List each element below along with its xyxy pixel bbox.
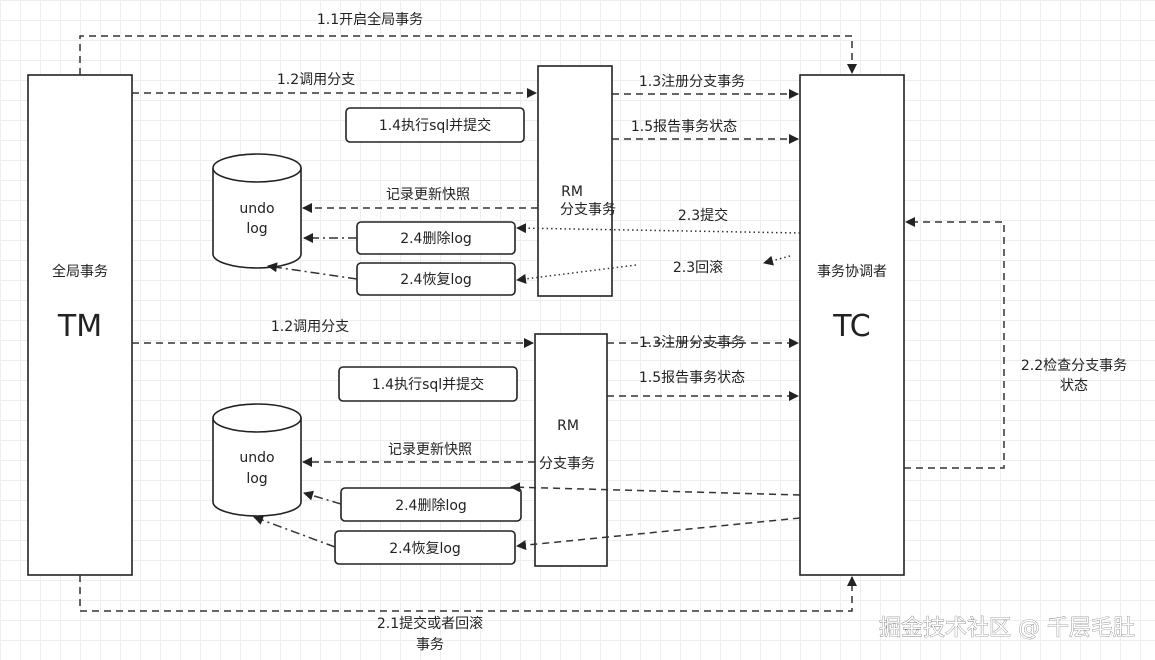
delete-log-box-2: 2.4删除log <box>340 487 522 522</box>
restore-log-box-1: 2.4恢复log <box>356 262 516 296</box>
edge-check-status <box>904 217 1005 469</box>
rm1-name: 分支事务 <box>560 202 616 218</box>
label-record-snapshot-2: 记录更新快照 <box>388 442 472 458</box>
edge-commit-or-rollback <box>79 575 857 612</box>
label-begin-global: 1.1开启全局事务 <box>317 11 423 28</box>
delete-log-box-1: 2.4删除log <box>356 221 516 255</box>
tm-name: 全局事务 <box>52 263 108 280</box>
label-call-branch-2: 1.2调用分支 <box>271 319 349 335</box>
rm2-name: 分支事务 <box>539 456 595 472</box>
rm-node-2: RM 分支事务 <box>534 333 608 567</box>
label-register-branch-2: 1.3注册分支事务 <box>639 335 745 351</box>
svg-text:2.4删除log: 2.4删除log <box>400 231 472 247</box>
label-check-status-1: 2.2检查分支事务 <box>1021 358 1127 374</box>
tc-name: 事务协调者 <box>817 264 887 280</box>
label-register-branch-1: 1.3注册分支事务 <box>639 74 745 90</box>
restore-log-box-2: 2.4恢复log <box>334 530 516 565</box>
svg-text:2.4恢复log: 2.4恢复log <box>389 540 461 557</box>
edge-rm-rollback <box>516 264 637 284</box>
label-tc-rollback: 2.3回滚 <box>673 259 723 276</box>
undo1-line1: undo <box>239 201 274 217</box>
label-report-status-2: 1.5报告事务状态 <box>639 370 745 386</box>
label-tc-commit: 2.3提交 <box>678 207 728 224</box>
undo-log-db-1: undo log <box>212 153 302 269</box>
rm2-code: RM <box>557 418 579 434</box>
edge-delete-log-2 <box>303 490 342 505</box>
undo2-line2: log <box>246 471 267 487</box>
exec-sql-box-2: 1.4执行sql并提交 <box>338 366 518 402</box>
tm-node: 全局事务 TM <box>27 74 133 576</box>
rm-node-1: RM 分支事务 <box>537 65 616 297</box>
svg-text:2.4恢复log: 2.4恢复log <box>400 271 472 288</box>
edge-restore-log-2 <box>253 515 336 548</box>
label-check-status-2: 状态 <box>1060 378 1088 394</box>
edge-tc-rollback <box>763 255 791 266</box>
label-record-snapshot-1: 记录更新快照 <box>386 187 470 203</box>
label-commit-or-rollback-1: 2.1提交或者回滚 <box>377 615 483 632</box>
svg-text:1.4执行sql并提交: 1.4执行sql并提交 <box>372 376 484 393</box>
undo1-line2: log <box>246 221 267 237</box>
edge-restore-log-1 <box>267 262 358 280</box>
watermark: 掘金技术社区 @ 千层毛肚 <box>879 616 1135 641</box>
label-call-branch-1: 1.2调用分支 <box>277 72 355 88</box>
undo-log-db-2: undo log <box>212 403 302 517</box>
rm1-code: RM <box>561 184 583 200</box>
tm-code: TM <box>57 309 102 344</box>
tc-node: 事务协调者 TC <box>799 74 905 576</box>
tc-code: TC <box>832 309 871 344</box>
undo2-line1: undo <box>239 450 274 466</box>
edge-begin-global <box>79 35 857 75</box>
label-report-status-1: 1.5报告事务状态 <box>631 119 737 135</box>
svg-text:1.4执行sql并提交: 1.4执行sql并提交 <box>379 117 491 134</box>
exec-sql-box-1: 1.4执行sql并提交 <box>345 107 525 143</box>
label-commit-or-rollback-2: 事务 <box>416 637 444 653</box>
edge-tc-delete-2 <box>510 482 801 496</box>
svg-text:2.4删除log: 2.4删除log <box>395 498 467 514</box>
